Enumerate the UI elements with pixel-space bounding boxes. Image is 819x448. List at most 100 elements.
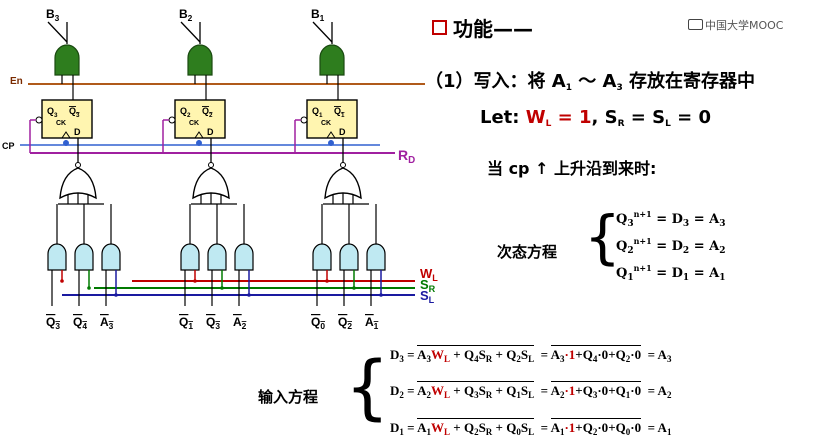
label-sub: 3 (55, 321, 60, 331)
label-main: Q (47, 106, 54, 116)
label-sub: 1 (320, 13, 325, 23)
lhs-complement: A2WL + Q3SR + Q1SL (417, 381, 535, 400)
b-output-label: B3 (46, 7, 60, 23)
input-equation-label: 输入方程 (258, 388, 319, 406)
junction (60, 279, 64, 283)
b-lead (47, 21, 68, 43)
b-output-label: B1 (311, 7, 325, 23)
ff-d-label: D (207, 127, 214, 137)
section-title: 功能—— (432, 13, 533, 42)
next-state-label: 次态方程 (497, 243, 558, 261)
label-main: A (233, 315, 242, 329)
clock-edge-marker (326, 131, 336, 139)
input-equation: D3 = A3WL + Q4SR + Q2SL = A3·1+Q4·0+Q2·0… (390, 345, 672, 364)
input-bubble (35, 116, 43, 124)
b-lead (180, 21, 201, 43)
label-main: En (10, 76, 23, 87)
b-lead (312, 21, 333, 43)
input-label: Q1 (179, 315, 193, 331)
mooc-logo-icon (688, 19, 703, 30)
label-sub: 3 (109, 321, 114, 331)
let-condition: Let: WL = 1, SR = SL = 0 (480, 107, 711, 129)
ff-q-label: Q3 (47, 106, 58, 119)
label-main: Q (46, 315, 55, 329)
input-label: Q3 (206, 315, 220, 331)
junction (352, 286, 356, 290)
label-main: Q (202, 106, 209, 116)
junction (325, 279, 329, 283)
ff-qbar-label: Q2 (202, 106, 213, 119)
label-main: Q (179, 315, 188, 329)
invert-bubble (208, 162, 214, 168)
control-label: WL (420, 266, 438, 283)
label-main: S (420, 288, 429, 303)
lhs-complement: A3WL + Q4SR + Q2SL (417, 345, 535, 364)
label-main: Q (311, 315, 320, 329)
label-main: D (207, 127, 214, 137)
and-gate-bottom (312, 243, 332, 271)
label-main: Q (334, 106, 341, 116)
junction (379, 293, 383, 297)
input-label: Q0 (311, 315, 325, 331)
label-sub: 3 (76, 112, 80, 119)
label-sub: L (429, 295, 435, 305)
ff-ck-label: CK (189, 120, 199, 127)
label-main: CP (2, 141, 15, 151)
input-label: A1 (365, 315, 379, 331)
square-bullet-icon (432, 20, 447, 35)
junction (87, 286, 91, 290)
and-gate-bottom (207, 243, 227, 271)
label-sub: L (432, 273, 438, 283)
input-label: Q3 (46, 315, 60, 331)
rhs-complement: A2·1+Q3·0+Q1·0 (550, 381, 642, 400)
and-gate-bottom (180, 243, 200, 271)
and-gate-top (319, 44, 345, 76)
en-label: En (10, 76, 23, 87)
control-label: SL (420, 288, 435, 305)
ff-d-label: D (74, 127, 81, 137)
label-main: W (420, 266, 433, 281)
ff-qbar-label: Q3 (69, 106, 80, 119)
label-sub: 1 (374, 321, 379, 331)
junction (114, 293, 118, 297)
label-main: CK (56, 120, 66, 127)
ff-qbar-label: Q1 (334, 106, 345, 119)
label-sub: 1 (341, 112, 345, 119)
and-gate-top (54, 44, 80, 76)
label-main: B (311, 7, 320, 21)
label-main: Q (312, 106, 319, 116)
clock-edge-marker (194, 131, 204, 139)
label-main: A (365, 315, 374, 329)
label-sub: 1 (319, 112, 323, 119)
lhs-complement: A1WL + Q2SR + Q0SL (417, 418, 535, 437)
label-main: B (179, 7, 188, 21)
rhs-complement: A3·1+Q4·0+Q2·0 (550, 345, 642, 364)
label-sub: 3 (55, 13, 60, 23)
junction (220, 286, 224, 290)
ff-ck-label: CK (321, 120, 331, 127)
label-sub: D (408, 155, 415, 166)
clock-edge-marker (61, 131, 71, 139)
label-sub: 1 (188, 321, 193, 331)
ff-ck-label: CK (56, 120, 66, 127)
input-label: A2 (233, 315, 247, 331)
next-state-equation: Q3n+1 = D3 = A3 (616, 209, 726, 229)
label-sub: 2 (242, 321, 247, 331)
input-equation-brace: { (345, 346, 390, 428)
label-sub: 2 (188, 13, 193, 23)
label-sub: 3 (215, 321, 220, 331)
label-main: Q (206, 315, 215, 329)
flip-flop (306, 99, 358, 139)
label-main: Q (69, 106, 76, 116)
control-label: SR (420, 277, 436, 294)
cp-label: CP (2, 141, 15, 151)
flip-flop (41, 99, 93, 139)
input-equation: D2 = A2WL + Q3SR + Q1SL = A2·1+Q3·0+Q1·0… (390, 381, 672, 400)
clock-edge-text: 当 cp ↑ 上升沿到来时: (487, 159, 657, 178)
input-bubble (300, 116, 308, 124)
label-sub: 3 (54, 112, 58, 119)
label-main: B (46, 7, 55, 21)
and-gate-bottom (234, 243, 254, 271)
input-bubble (168, 116, 176, 124)
